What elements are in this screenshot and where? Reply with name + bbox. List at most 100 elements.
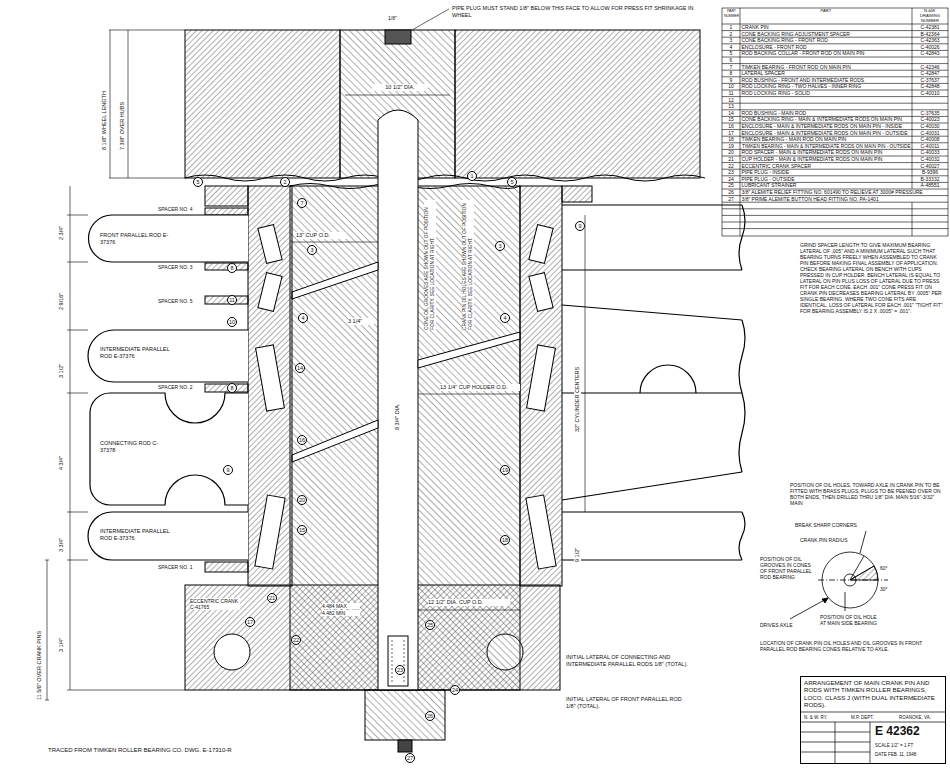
note-text: INITIAL LATERAL OF FRONT PARALLEL ROD 1/… [566,696,684,709]
callout-number: 2 [280,177,290,187]
drawing-number: C-40010 [914,90,947,97]
part-name: 3/8" PRIME ALEMITE BUTTON HEAD FITTING N… [742,196,947,203]
dimension-text: 3 1/2" [58,352,65,378]
dimension-text: 2 3/4" [58,216,65,240]
dimension-text: 32" CYLINDER CENTERS [574,320,581,432]
callout-number: 23 [395,665,405,675]
note-text: SPACER NO. 1 [158,564,204,570]
part-number: 27 [724,196,739,203]
drawing-number: C-42848 [914,83,947,90]
part-name: PIPE PLUG - INSIDE [742,169,911,176]
table-header: PART [742,9,911,14]
part-name: 3/8" ALEMITE RELIEF FITTING NO. 601490 T… [742,189,947,196]
dimension-text: 2 9/16" [58,282,65,310]
note-text: DRIVES AXLE [760,622,804,628]
drawing-number: C-40032 [914,156,947,163]
drawing-number: C-40008 [914,136,947,143]
note-text: CRANK PIN RADIUS [800,537,870,543]
drawing-number: C-37635 [914,110,947,117]
part-name: TIMKEN BEARING - MAIN ROD ON MAIN PIN [742,136,911,143]
part-name: PIPE PLUG - OUTSIDE [742,176,911,183]
callout-number: 18 [500,535,510,545]
note-text: 4.482 MIN [322,610,360,616]
note-text: BREAK SHARP CORNERS [795,522,875,528]
drawing-number: C-40031 [914,130,947,137]
note-text: INTERMEDIATE PARALLEL ROD E-37376 [100,528,172,541]
note-text: 13 1/4" CUP HOLDER O.D. [440,384,520,391]
note-text: ECCENTRIC CRANK C-41765 [190,598,240,610]
callout-number: 11 [227,295,237,305]
part-name: ENCLOSURE - FRONT ROD [742,44,911,51]
callout-number: 1 [467,171,477,181]
title-block-text: M.P. DEPT. [851,715,897,720]
drawing-title: ARRANGEMENT OF MAIN CRANK PIN AND RODS W… [804,679,944,709]
part-number: 9 [724,77,739,84]
callout-number: 16 [297,435,307,445]
note-text: POSITION OF OIL HOLE AT MAIN SIDE BEARIN… [820,614,882,626]
callout-number: 5 [193,177,203,187]
drawing-number: C-42363 [914,37,947,44]
part-number: 18 [724,136,739,143]
callout-number: 5 [507,177,517,187]
callout-number: 17 [245,617,255,627]
note-text: POSITION OF OIL HOLES, TOWARD AXLE IN CR… [790,482,946,506]
callout-number: 15 [297,525,307,535]
part-number: 13 [724,103,739,110]
part-number: 14 [724,110,739,117]
part-number: 24 [724,176,739,183]
dimension-text: 7 3/8" OVER HUBS [119,60,126,150]
drawing-number: C-40023 [914,116,947,123]
part-name: ROD BUSHING - FRONT AND INTERMEDIATE ROD… [742,77,911,84]
note-text: GRIND SPACER LENGTH TO GIVE MAXIMUM BEAR… [800,242,944,314]
part-number: 11 [724,90,739,97]
dimension-text: 11 5/8" OVER CRANK PINS [36,588,43,700]
note-text: POSITION OF OIL GROOVES IN CONES OF FRON… [760,556,816,580]
part-name: CRANK PIN [742,24,911,31]
callout-number: 25 [425,620,435,630]
part-number: 23 [724,169,739,176]
drawing-number: A-48551 [914,182,947,189]
part-number: 20 [724,149,739,156]
part-number: 10 [724,83,739,90]
callout-number: 22 [291,635,301,645]
note-text: 60° [880,565,898,571]
part-name: CONE BACKING RING ADJUSTMENT SPACER [742,31,911,38]
drawing-number: C-40030 [914,123,947,130]
dimension-text: 9 1/2" [574,532,581,562]
callout-number: 8 [227,383,237,393]
dimension-text: 8 1/8" WHEEL LENGTH [101,50,108,150]
dimension-text: CRANK PIN OIL HOLES ARE SHOWN OUT OF POS… [462,200,474,330]
drawing-number: C-42381 [914,24,947,31]
note-text: INITIAL LATERAL OF CONNECTING AND INTERM… [566,654,698,667]
note-text: SPACER NO. 2 [158,384,204,390]
note-text: TRACED FROM TIMKEN ROLLER BEARING CO. DW… [48,747,348,754]
note-text: 10 1/2" DIA. [372,84,428,91]
note-text: PIPE PLUG MUST STAND 1/8" BELOW THIS FAC… [452,5,702,18]
part-name: TIMKEN BEARING - FRONT ROD ON MAIN PIN [742,64,911,71]
drawing-number: C-42847 [914,70,947,77]
part-number: 21 [724,156,739,163]
callout-number: 20 [297,495,307,505]
part-name: ROD BUSHING - MAIN ROD [742,110,911,117]
note-text: 30° [880,586,898,592]
title-block-text: N. & W. RY. [804,715,850,720]
dimension-text: 3 3/4" [58,526,65,552]
part-number: 3 [724,37,739,44]
part-name: TIMKEN BEARING - MAIN & INTERMEDIATE ROD… [742,143,911,150]
callout-number: 19 [500,465,510,475]
part-name: ECCENTRIC CRANK SPACER [742,163,911,170]
callout-number: 27 [405,753,415,763]
part-name: LUBRICANT STRAINER [742,182,911,189]
drawing-number: C-42843 [914,50,947,57]
drawing-number: B-42364 [914,31,947,38]
part-name: ROD SPACER - MAIN & INTERMEDIATE RODS ON… [742,149,911,156]
note-text: SPACER NO. 4 [158,206,204,212]
part-name: ROD LOCKING RING - SOLID [742,90,911,97]
part-number: 1 [724,24,739,31]
drawing-number: C-40027 [914,163,947,170]
part-number: 22 [724,163,739,170]
drawing-number: C-37637 [914,77,947,84]
note-text: 1/8" [388,15,410,21]
table-header: N.&W. DRAWING NUMBER [914,9,947,23]
